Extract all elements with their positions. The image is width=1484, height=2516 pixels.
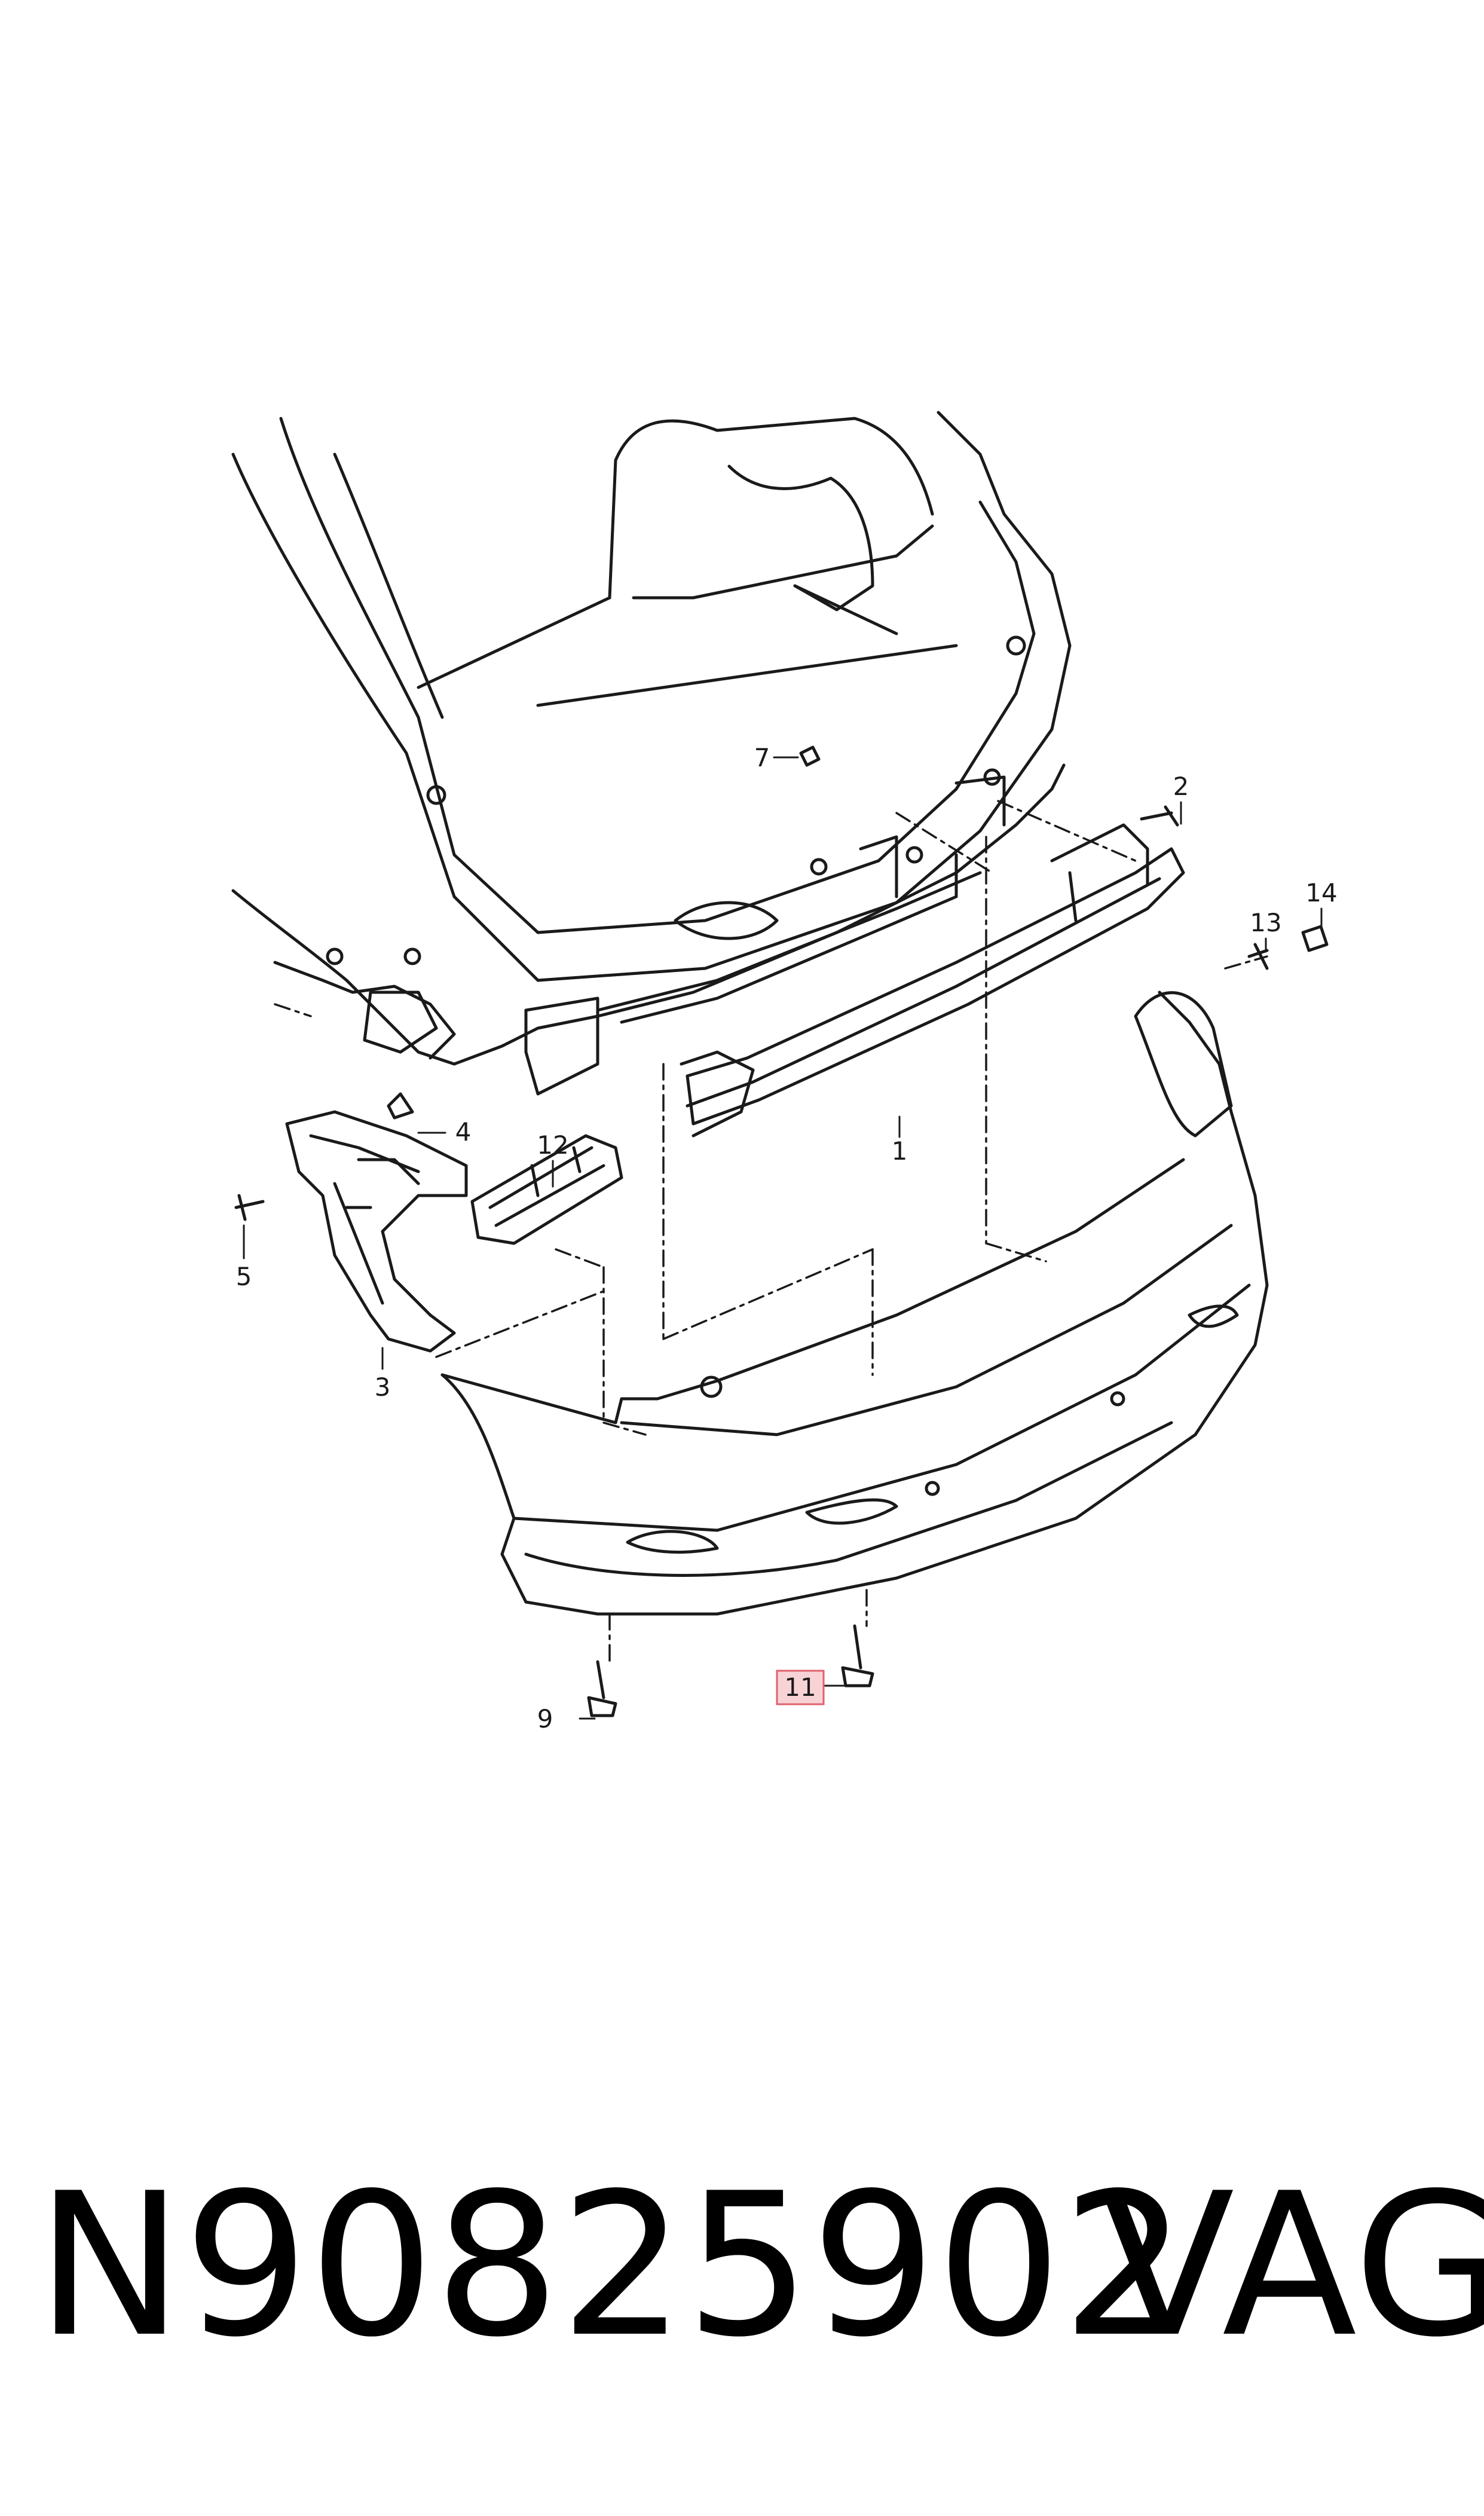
callout-11[interactable]: 11 (784, 1673, 816, 1702)
callout-11-highlight (776, 1670, 825, 1705)
rear-bumper-cover (440, 990, 1269, 1616)
fastener-11-screw (841, 1624, 874, 1687)
callout-13[interactable]: 13 (1250, 908, 1281, 937)
part-12-holder (470, 1134, 623, 1245)
fastener-13-screw (1247, 943, 1269, 970)
assembly-guide-lines (274, 800, 1268, 1663)
callout-7[interactable]: 7 (754, 743, 770, 772)
callout-4[interactable]: 4 (455, 1117, 472, 1147)
fastener-2-bolt (1140, 805, 1179, 827)
callout-5[interactable]: 5 (236, 1262, 252, 1291)
callout-labels: 1 2 3 4 5 7 9 11 12 13 14 (236, 743, 1338, 1734)
car-body-rear (231, 411, 1072, 1096)
callout-14[interactable]: 14 (1305, 878, 1337, 907)
footer: N90825902 VAG (36, 2140, 1484, 2391)
fastener-7-nut (799, 745, 821, 767)
fastener-9-screw (587, 1660, 617, 1717)
leader-lines (243, 756, 1323, 1720)
fastener-5-bolt (234, 1194, 265, 1221)
part-3-side-bracket (285, 1110, 468, 1353)
fastener-14-clip (1301, 925, 1329, 952)
part-number: N90825902 (36, 2151, 1188, 2380)
brand-name: VAG (1100, 2151, 1484, 2380)
fasteners (234, 745, 1329, 1717)
callout-9[interactable]: 9 (537, 1704, 553, 1734)
callout-2[interactable]: 2 (1173, 772, 1189, 801)
callout-1[interactable]: 1 (892, 1136, 908, 1166)
callout-12[interactable]: 12 (537, 1130, 568, 1160)
callout-3[interactable]: 3 (375, 1372, 391, 1402)
part-1-bumper-beam (680, 823, 1185, 1138)
fastener-4-clip (387, 1092, 414, 1120)
